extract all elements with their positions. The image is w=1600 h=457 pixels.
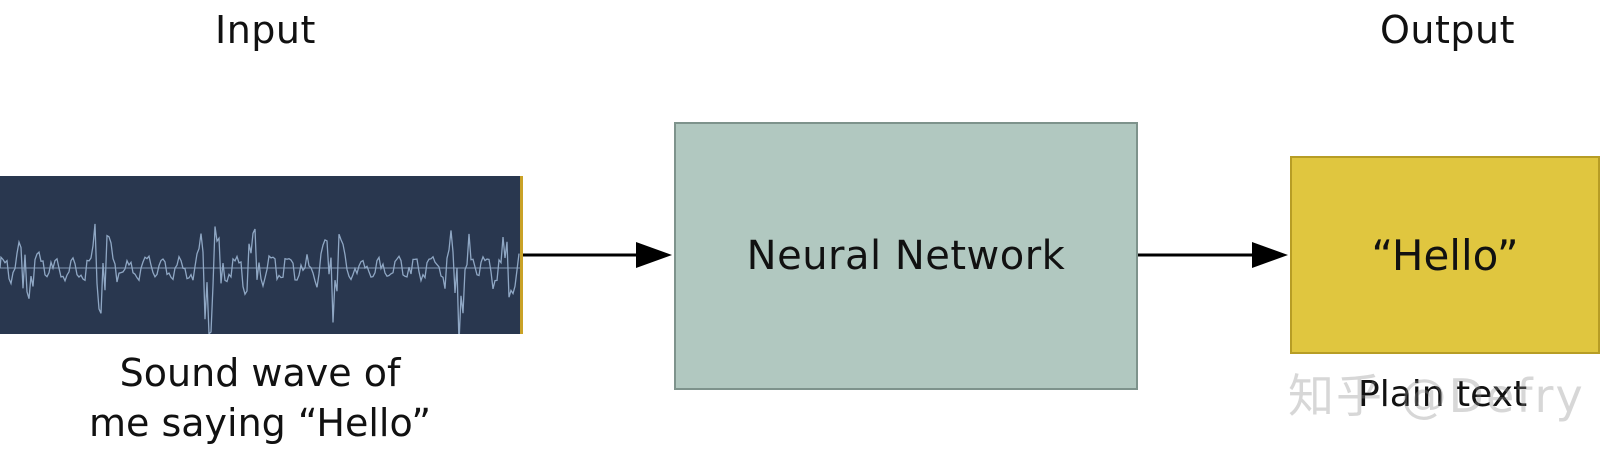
- sound-wave-panel: [0, 176, 523, 334]
- input-caption-line2: me saying “Hello”: [88, 401, 432, 445]
- input-caption: Sound wave of me saying “Hello”: [60, 348, 460, 448]
- arrow-network-to-output: [1138, 242, 1288, 268]
- neural-network-label: Neural Network: [746, 233, 1066, 279]
- sound-wave-graphic: [0, 223, 520, 334]
- input-caption-line1: Sound wave of: [119, 351, 401, 395]
- neural-network-box: Neural Network: [674, 122, 1138, 390]
- wave-line: [0, 223, 520, 334]
- watermark: 知乎 @Defry: [1288, 369, 1585, 423]
- output-box: “Hello”: [1290, 156, 1600, 354]
- arrow-input-to-network: [523, 242, 672, 268]
- output-value: “Hello”: [1371, 230, 1519, 280]
- output-heading: Output: [1380, 8, 1515, 52]
- input-heading: Input: [215, 8, 316, 52]
- output-caption: Plain text: [1358, 374, 1528, 415]
